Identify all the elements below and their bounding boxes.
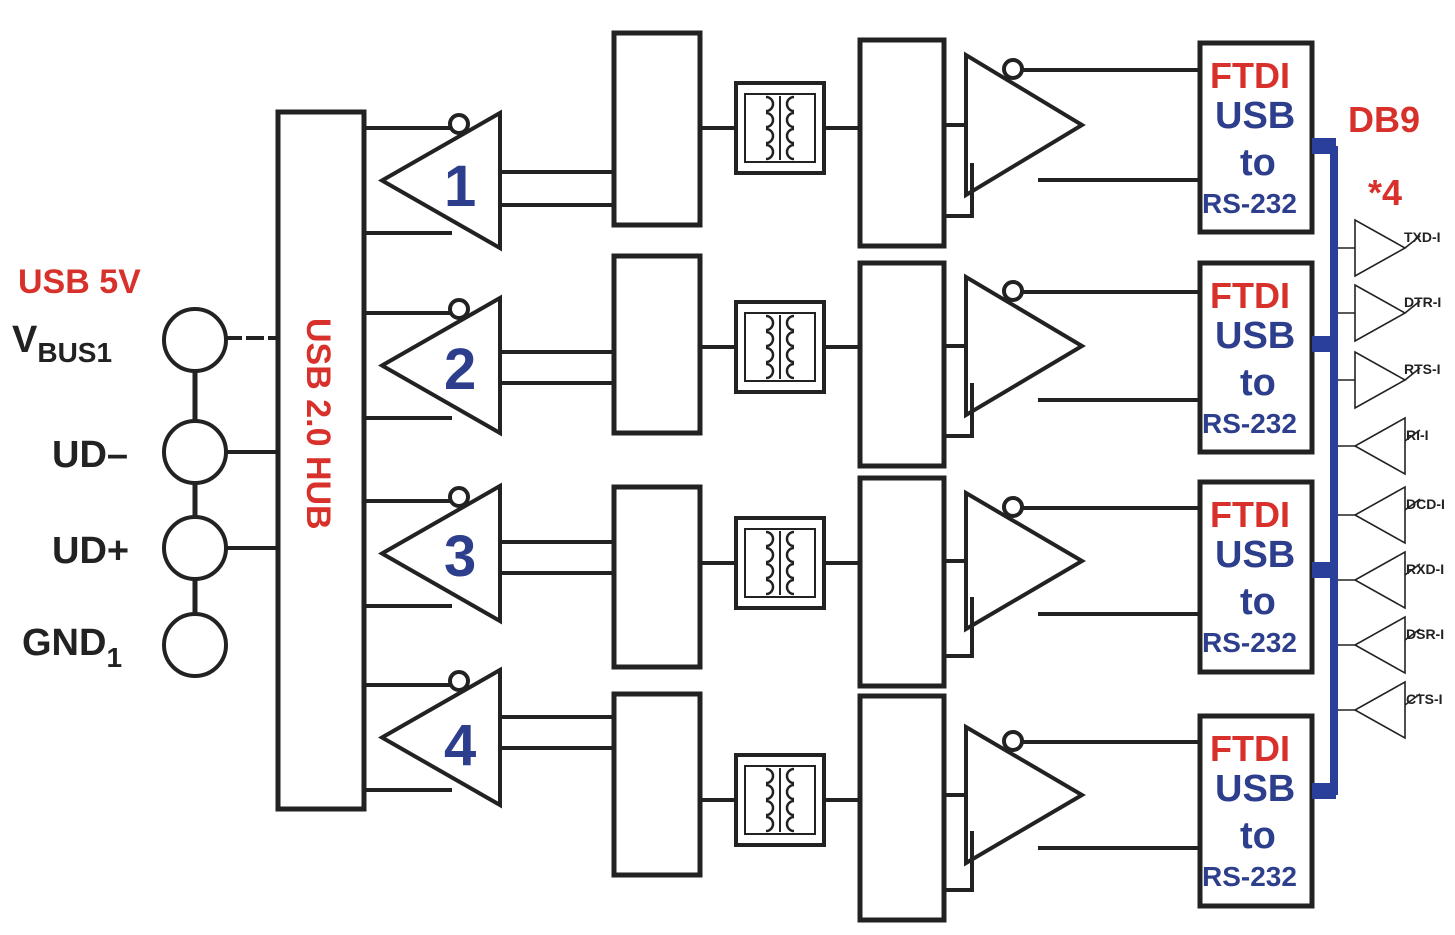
pin-udminus-circle	[162, 419, 228, 485]
ftdi-label: FTDI	[1210, 55, 1290, 96]
to-label: to	[1240, 581, 1276, 623]
usb-label: USB	[1215, 315, 1295, 357]
channel-number: 3	[444, 524, 476, 589]
usb-label: USB	[1215, 534, 1295, 576]
transceiver-block	[611, 30, 703, 228]
to-label: to	[1240, 815, 1276, 857]
driver-block	[857, 260, 947, 469]
rs232-label: RS-232	[1202, 627, 1297, 658]
ftdi-usb-rs232-block	[1197, 40, 1315, 235]
pin-label-udminus: UD–	[52, 434, 128, 476]
driver-triangle	[964, 723, 1086, 867]
buffer-triangle	[1353, 485, 1406, 545]
ftdi-usb-rs232-block	[1197, 260, 1315, 455]
signal-label: CTS-I	[1406, 691, 1443, 707]
transceiver-block	[611, 253, 703, 436]
signal-label: RTS-I	[1404, 361, 1441, 377]
inverter-bubble	[448, 113, 470, 135]
transceiver-block	[611, 691, 703, 878]
ftdi-usb-rs232-block	[1197, 713, 1315, 909]
driver-bubble	[1002, 280, 1024, 302]
db9-count-label: *4	[1368, 172, 1402, 213]
driver-triangle	[964, 489, 1086, 633]
rs232-label: RS-232	[1202, 861, 1297, 892]
channel-number: 2	[444, 337, 476, 402]
isolator-triangle	[377, 109, 502, 252]
ftdi-label: FTDI	[1210, 275, 1290, 316]
bus-tap-2	[1312, 336, 1336, 352]
signal-label: TXD-I	[1404, 229, 1441, 245]
transceiver-block	[611, 484, 703, 670]
signal-dcd-i: DCD-I	[1338, 485, 1445, 545]
bus-tap-1	[1312, 138, 1336, 154]
signal-label: DCD-I	[1406, 496, 1445, 512]
buffer-triangle	[1354, 350, 1407, 410]
driver-bubble	[1002, 58, 1024, 80]
signal-rxd-i: RXD-I	[1338, 550, 1444, 610]
usb-5v-label: USB 5V	[18, 263, 141, 301]
pin-udplus-circle	[162, 515, 228, 581]
ftdi-usb-rs232-block	[1197, 479, 1315, 675]
rs232-label: RS-232	[1202, 188, 1297, 219]
inverter-bubble	[448, 486, 470, 508]
pin-vbus-circle	[162, 307, 228, 373]
channel-number: 1	[444, 154, 476, 219]
ftdi-label: FTDI	[1210, 494, 1290, 535]
usb-hub-block	[275, 109, 367, 812]
buffer-triangle	[1353, 615, 1406, 675]
db9-label: DB9	[1348, 99, 1420, 140]
buffer-triangle	[1354, 283, 1407, 343]
driver-bubble	[1002, 730, 1024, 752]
usb-label: USB	[1215, 768, 1295, 810]
buffer-triangle	[1353, 416, 1406, 476]
pin-label-udplus: UD+	[52, 530, 129, 572]
signal-buffers: TXD-I DTR-I RTS-I RI-I DCD-I RXD-I DSR-I CTS-I	[1338, 218, 1445, 740]
usb-hub-label: USB 2.0 HUB	[299, 318, 337, 530]
usb-label: USB	[1215, 95, 1295, 137]
isolator-triangle	[377, 666, 502, 809]
signal-dsr-i: DSR-I	[1338, 615, 1444, 675]
signal-label: RXD-I	[1406, 561, 1444, 577]
driver-triangle	[964, 273, 1086, 419]
buffer-triangle	[1353, 680, 1406, 740]
signal-txd-i: TXD-I	[1338, 218, 1441, 278]
pin-label-gnd: GND1	[22, 622, 122, 673]
driver-block	[857, 475, 947, 689]
signal-ri-i: RI-I	[1338, 416, 1429, 476]
db9-bus	[1312, 138, 1338, 799]
pin-gnd-circle	[162, 612, 228, 678]
ftdi-label: FTDI	[1210, 728, 1290, 769]
driver-block	[857, 37, 947, 249]
rs232-label: RS-232	[1202, 408, 1297, 439]
to-label: to	[1240, 362, 1276, 404]
channels: 1FTDIUSBtoRS-2322FTDIUSBtoRS-2323FTDIUSB…	[362, 30, 1315, 923]
driver-triangle	[964, 51, 1086, 199]
signal-label: DTR-I	[1404, 294, 1441, 310]
signal-rts-i: RTS-I	[1338, 350, 1441, 410]
inverter-bubble	[448, 298, 470, 320]
signal-cts-i: CTS-I	[1338, 680, 1443, 740]
bus-tap-3	[1312, 562, 1336, 578]
to-label: to	[1240, 142, 1276, 184]
pin-label-vbus: VBUS1	[12, 319, 112, 368]
signal-dtr-i: DTR-I	[1338, 283, 1441, 343]
isolator-triangle	[377, 482, 502, 625]
isolator-triangle	[377, 294, 502, 437]
bus-tap-4	[1312, 783, 1336, 799]
buffer-triangle	[1354, 218, 1407, 278]
buffer-triangle	[1353, 550, 1406, 610]
usb-connector	[162, 307, 280, 678]
driver-block	[857, 693, 947, 923]
driver-bubble	[1002, 496, 1024, 518]
channel-number: 4	[444, 713, 476, 778]
inverter-bubble	[448, 670, 470, 692]
signal-label: DSR-I	[1406, 626, 1444, 642]
signal-label: RI-I	[1406, 427, 1429, 443]
